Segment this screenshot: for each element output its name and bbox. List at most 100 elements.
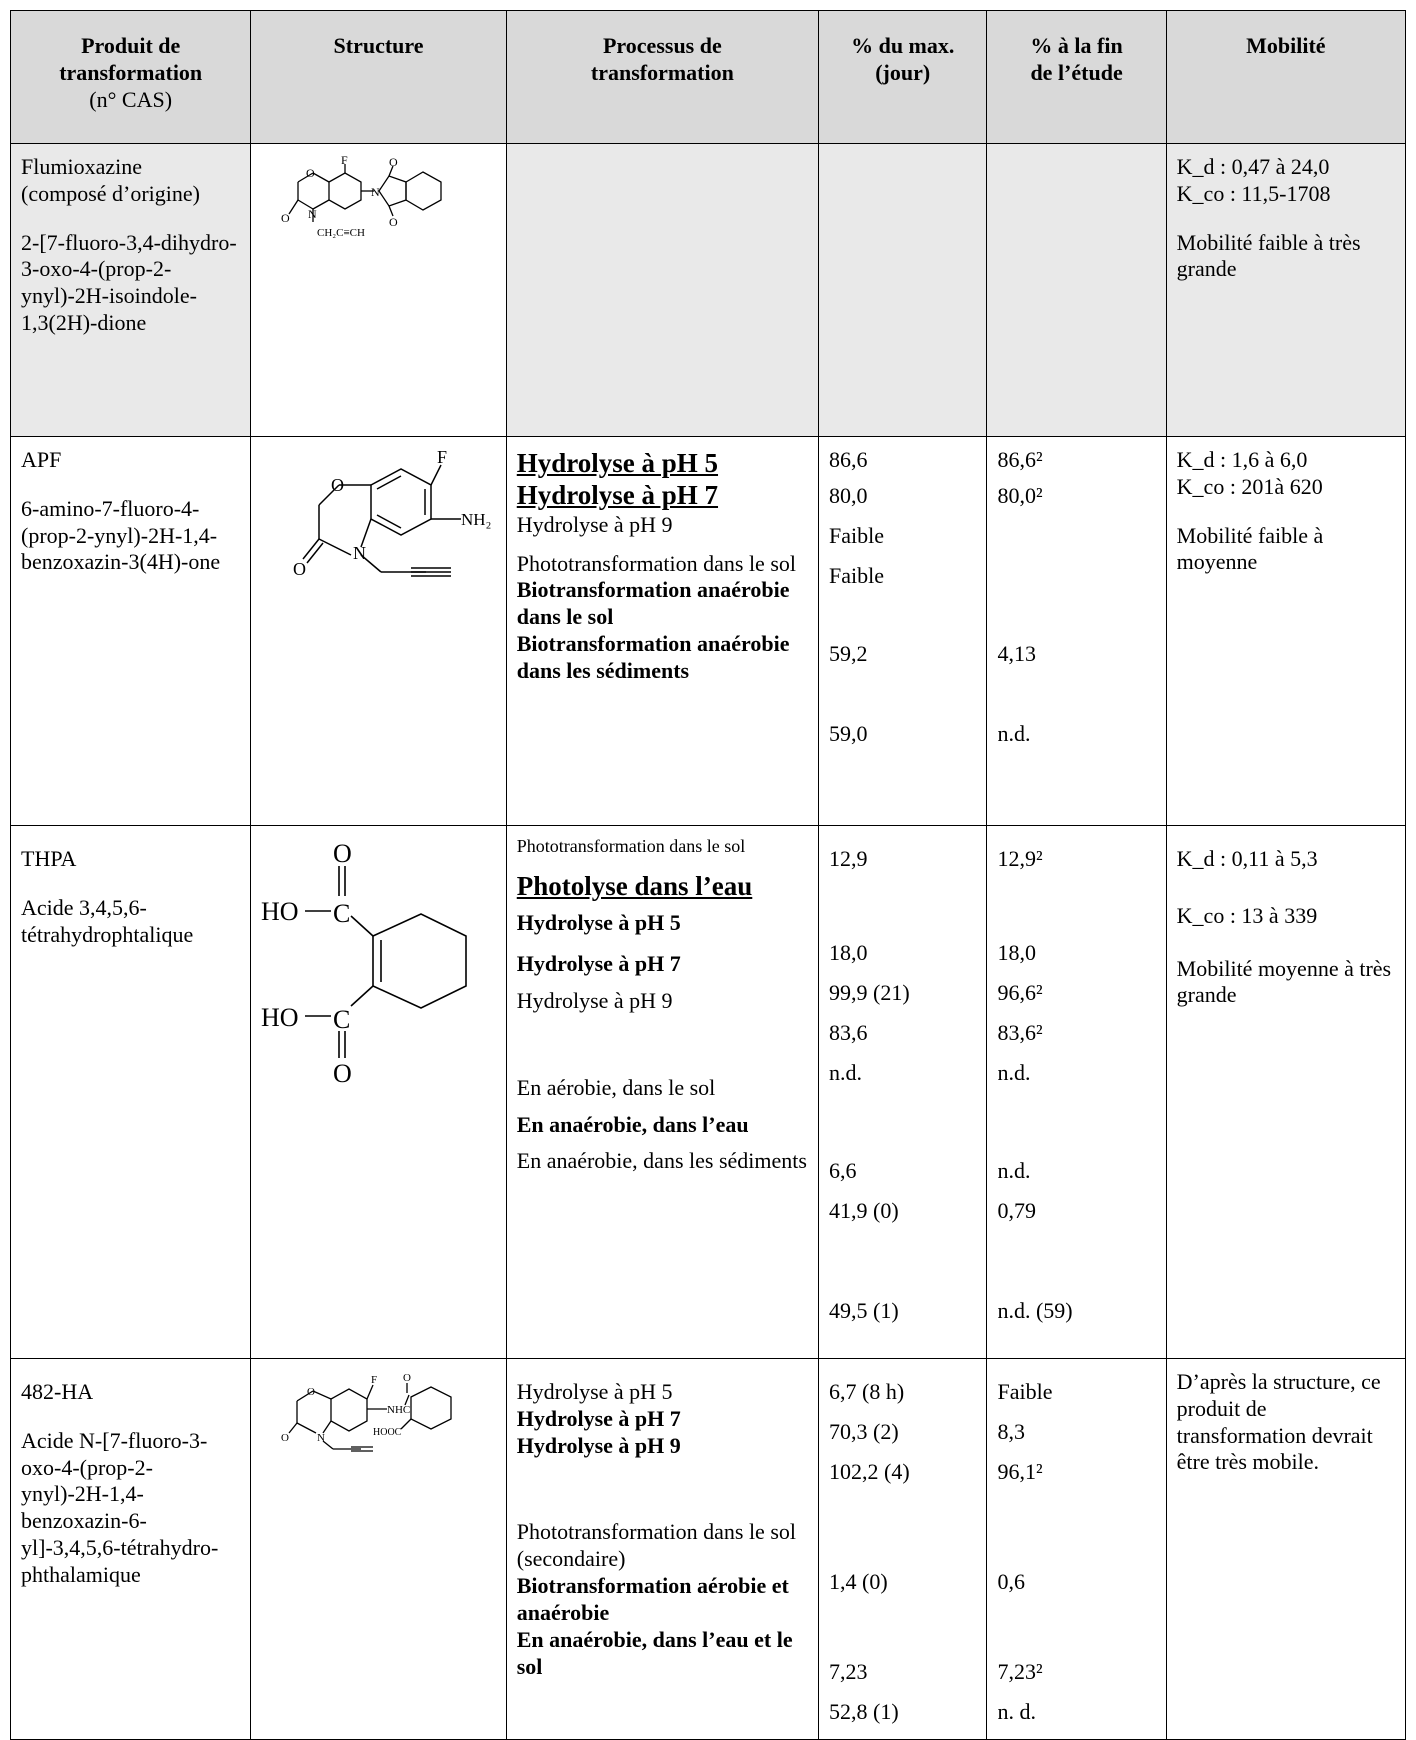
- process-label: Hydrolyse à pH 9: [516, 511, 673, 537]
- struct-label-chain: CH₂C≡CH: [317, 227, 365, 239]
- struct-label-o2: O: [281, 211, 290, 225]
- max-value: 86,6: [829, 447, 868, 472]
- max-value: 59,2: [829, 641, 868, 666]
- cell-process: Phototransformation dans le sol Photolys…: [505, 825, 820, 1359]
- process-label: Phototransformation dans le sol (seconda…: [516, 1519, 796, 1572]
- max-value: 41,9 (0): [829, 1198, 899, 1223]
- process-label: En aérobie, dans le sol: [516, 1074, 716, 1100]
- cell-product-name: APF 6-amino-7-fluoro-4-(prop-2-ynyl)-2H-…: [9, 436, 252, 826]
- cell-structure: F O NHC O N O HOOC: [250, 1358, 507, 1740]
- header-mobility: Mobilité: [1165, 10, 1407, 144]
- cell-max-empty: [817, 143, 988, 437]
- end-value: 18,0: [997, 940, 1036, 965]
- max-value: 59,0: [829, 721, 868, 746]
- end-value: n.d.: [997, 1158, 1031, 1183]
- mobility-text: Mobilité faible à très grande: [1176, 229, 1361, 282]
- header-end: % à la fin de l’étude: [986, 10, 1167, 144]
- header-max-line2: (jour): [875, 59, 931, 85]
- end-value: 0,79: [997, 1198, 1036, 1223]
- header-product-line1: Produit de: [81, 33, 181, 58]
- struct-label-o1: O: [307, 1386, 315, 1398]
- header-product-cas: (n° CAS): [89, 86, 173, 112]
- table-row-482-ha: 482-HA Acide N-[7-fluoro-3-oxo-4-(prop-2…: [9, 1358, 1407, 1740]
- cell-end: 86,6² 80,0² 4,13 n.d.: [986, 436, 1167, 826]
- 482-ha-structure-image: F O NHC O N O HOOC: [281, 1372, 453, 1452]
- process-label: Hydrolyse à pH 7: [516, 480, 719, 511]
- end-value: 12,9²: [997, 846, 1043, 871]
- max-value: 6,6: [829, 1158, 857, 1183]
- header-max: % du max. (jour): [817, 10, 988, 144]
- header-process-line2: transformation: [590, 59, 734, 85]
- cell-product-name: THPA Acide 3,4,5,6-tétrahydrophtalique: [9, 825, 252, 1359]
- cell-process-empty: [505, 143, 820, 437]
- max-value: Faible: [829, 563, 884, 588]
- cell-mobility: D’après la structure, ce produit de tran…: [1165, 1358, 1407, 1740]
- flumioxazine-structure-image: F O O N O O N CH₂C≡CH: [281, 153, 443, 239]
- struct-label-n: N: [353, 543, 366, 563]
- product-code: 482-HA: [21, 1379, 94, 1404]
- kco-value: K_co : 11,5-1708: [1176, 180, 1331, 206]
- process-label: Phototransformation dans le sol: [516, 836, 746, 856]
- struct-label-o3: O: [403, 1372, 411, 1384]
- cell-mobility: K_d : 1,6 à 6,0 K_co : 201à 620 Mobilité…: [1165, 436, 1407, 826]
- table-row-flumioxazine: Flumioxazine (composé d’origine) 2-[7-fl…: [9, 143, 1407, 437]
- end-value: 83,6²: [997, 1020, 1043, 1045]
- product-code: APF: [21, 447, 62, 472]
- mobility-text: Mobilité moyenne à très grande: [1176, 955, 1392, 1008]
- max-value: 99,9 (21): [829, 980, 910, 1005]
- end-value: 7,23²: [997, 1659, 1043, 1684]
- struct-label-o4: O: [389, 215, 398, 229]
- cell-process: Hydrolyse à pH 5 Hydrolyse à pH 7 Hydrol…: [505, 1358, 820, 1740]
- product-iupac: Acide N-[7-fluoro-3-oxo-4-(prop-2-ynyl)-…: [21, 1427, 219, 1587]
- header-end-line1: % à la fin: [1030, 33, 1123, 58]
- max-value: 102,2 (4): [829, 1459, 910, 1484]
- struct-label-nhc: NHC: [387, 1404, 410, 1416]
- process-label: Phototransformation dans le sol: [516, 550, 796, 576]
- end-value: 8,3: [997, 1419, 1025, 1444]
- header-process-line1: Processus de: [602, 33, 722, 58]
- max-value: n.d.: [829, 1060, 862, 1085]
- mobility-text: Mobilité faible à moyenne: [1176, 522, 1324, 575]
- struct-label-c-bot: C: [333, 1005, 350, 1034]
- max-value: Faible: [829, 523, 884, 548]
- header-row: Produit de transformation (n° CAS) Struc…: [9, 10, 1407, 144]
- struct-label-o1: O: [331, 475, 344, 495]
- max-value: 1,4 (0): [829, 1569, 888, 1594]
- kd-value: K_d : 0,11 à 5,3: [1176, 846, 1318, 871]
- end-value: 4,13: [997, 641, 1036, 666]
- product-iupac: Acide 3,4,5,6-tétrahydrophtalique: [21, 894, 194, 947]
- process-label: Hydrolyse à pH 9: [516, 1432, 681, 1458]
- struct-label-nh2: NH₂: [461, 510, 491, 529]
- process-label: Hydrolyse à pH 5: [516, 1379, 673, 1404]
- cell-end-empty: [986, 143, 1167, 437]
- end-value: Faible: [997, 1379, 1053, 1404]
- cell-mobility: K_d : 0,11 à 5,3 K_co : 13 à 339 Mobilit…: [1165, 825, 1407, 1359]
- header-max-line1: % du max.: [851, 33, 955, 58]
- apf-structure-image: F NH₂ O N O: [293, 447, 491, 579]
- cell-max: 6,7 (8 h) 70,3 (2) 102,2 (4) 1,4 (0) 7,2…: [817, 1358, 988, 1740]
- struct-label-ho-top: HO: [261, 897, 299, 926]
- thpa-structure-image: O HO C HO C O: [261, 839, 468, 1088]
- struct-label-o-bot: O: [333, 1059, 352, 1088]
- end-value: n.d.: [997, 1060, 1031, 1085]
- cell-max: 12,9 18,0 99,9 (21) 83,6 n.d. 6,6 41,9 (…: [817, 825, 988, 1359]
- max-value: 7,23: [829, 1659, 868, 1684]
- max-value: 80,0: [829, 483, 868, 508]
- cell-end: 12,9² 18,0 96,6² 83,6² n.d. n.d. 0,79 n.…: [986, 825, 1167, 1359]
- cell-max: 86,6 80,0 Faible Faible 59,2 59,0: [817, 436, 988, 826]
- cell-process: Hydrolyse à pH 5 Hydrolyse à pH 7 Hydrol…: [505, 436, 820, 826]
- end-value: 96,1²: [997, 1459, 1043, 1484]
- header-structure: Structure: [250, 10, 507, 144]
- product-name: Flumioxazine: [21, 154, 142, 179]
- table-row-apf: APF 6-amino-7-fluoro-4-(prop-2-ynyl)-2H-…: [9, 436, 1407, 826]
- cell-product-name: Flumioxazine (composé d’origine) 2-[7-fl…: [9, 143, 252, 437]
- end-value: n.d.: [997, 721, 1031, 746]
- end-value: 86,6²: [997, 447, 1043, 472]
- struct-label-o2: O: [281, 1432, 289, 1444]
- max-value: 49,5 (1): [829, 1298, 899, 1323]
- end-value: n. d.: [997, 1699, 1036, 1724]
- struct-label-hooc: HOOC: [373, 1427, 402, 1438]
- struct-label-o-top: O: [333, 839, 352, 868]
- process-label: Photolyse dans l’eau: [516, 870, 753, 901]
- max-value: 6,7 (8 h): [829, 1379, 905, 1404]
